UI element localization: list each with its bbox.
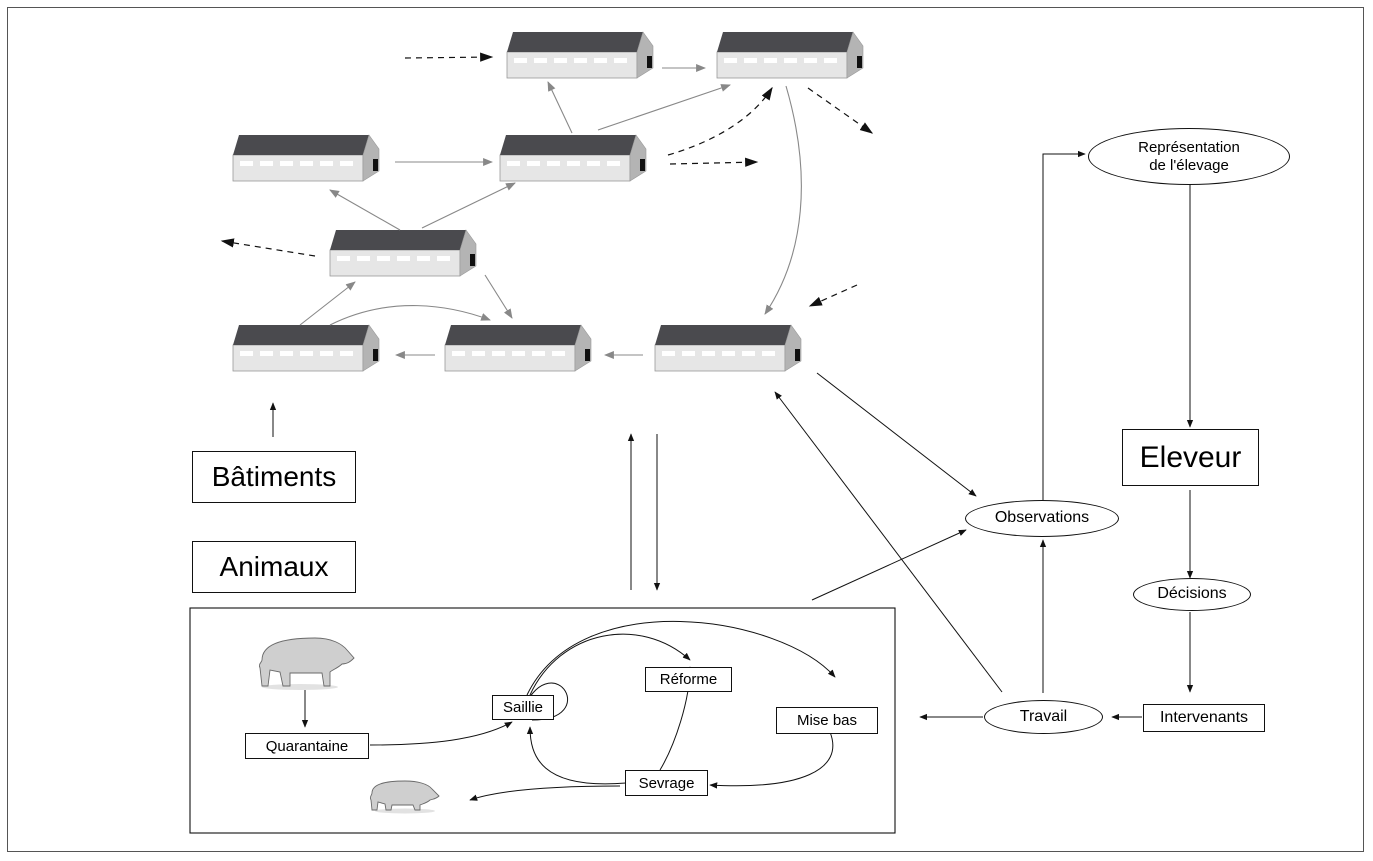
mise-bas-node: Mise bas [776,707,878,734]
observations-node: Observations [965,500,1119,537]
sow-icon [259,637,355,690]
sevrage-node: Sevrage [625,770,708,796]
travail-node: Travail [984,700,1103,734]
building-flow-arrows [299,64,802,359]
relation-arrows [269,150,1194,801]
barn-building-icon [506,31,654,79]
quarantaine-node: Quarantaine [245,733,369,759]
animaux-label: Animaux [192,541,356,593]
diagram-frame [7,7,1364,852]
external-flow-arrows [220,52,874,307]
representation-line1: Représentation [1138,139,1240,157]
intervenants-node: Intervenants [1143,704,1265,732]
eleveur-label: Eleveur [1122,429,1259,486]
barn-building-icon [232,134,380,182]
decisions-node: Décisions [1133,578,1251,611]
barn-building-icon [444,324,592,372]
piglet-icon [369,780,440,814]
animal-flow-box [189,607,896,834]
representation-line2: de l'élevage [1149,156,1229,174]
barn-building-icon [716,31,864,79]
saillie-node: Saillie [492,695,554,720]
barn-building-icon [232,324,380,372]
batiments-label: Bâtiments [192,451,356,503]
barn-building-icon [329,229,477,277]
representation-node: Représentation de l'élevage [1088,128,1290,185]
barn-building-icon [499,134,647,182]
reforme-node: Réforme [645,667,732,692]
barn-building-icon [654,324,802,372]
